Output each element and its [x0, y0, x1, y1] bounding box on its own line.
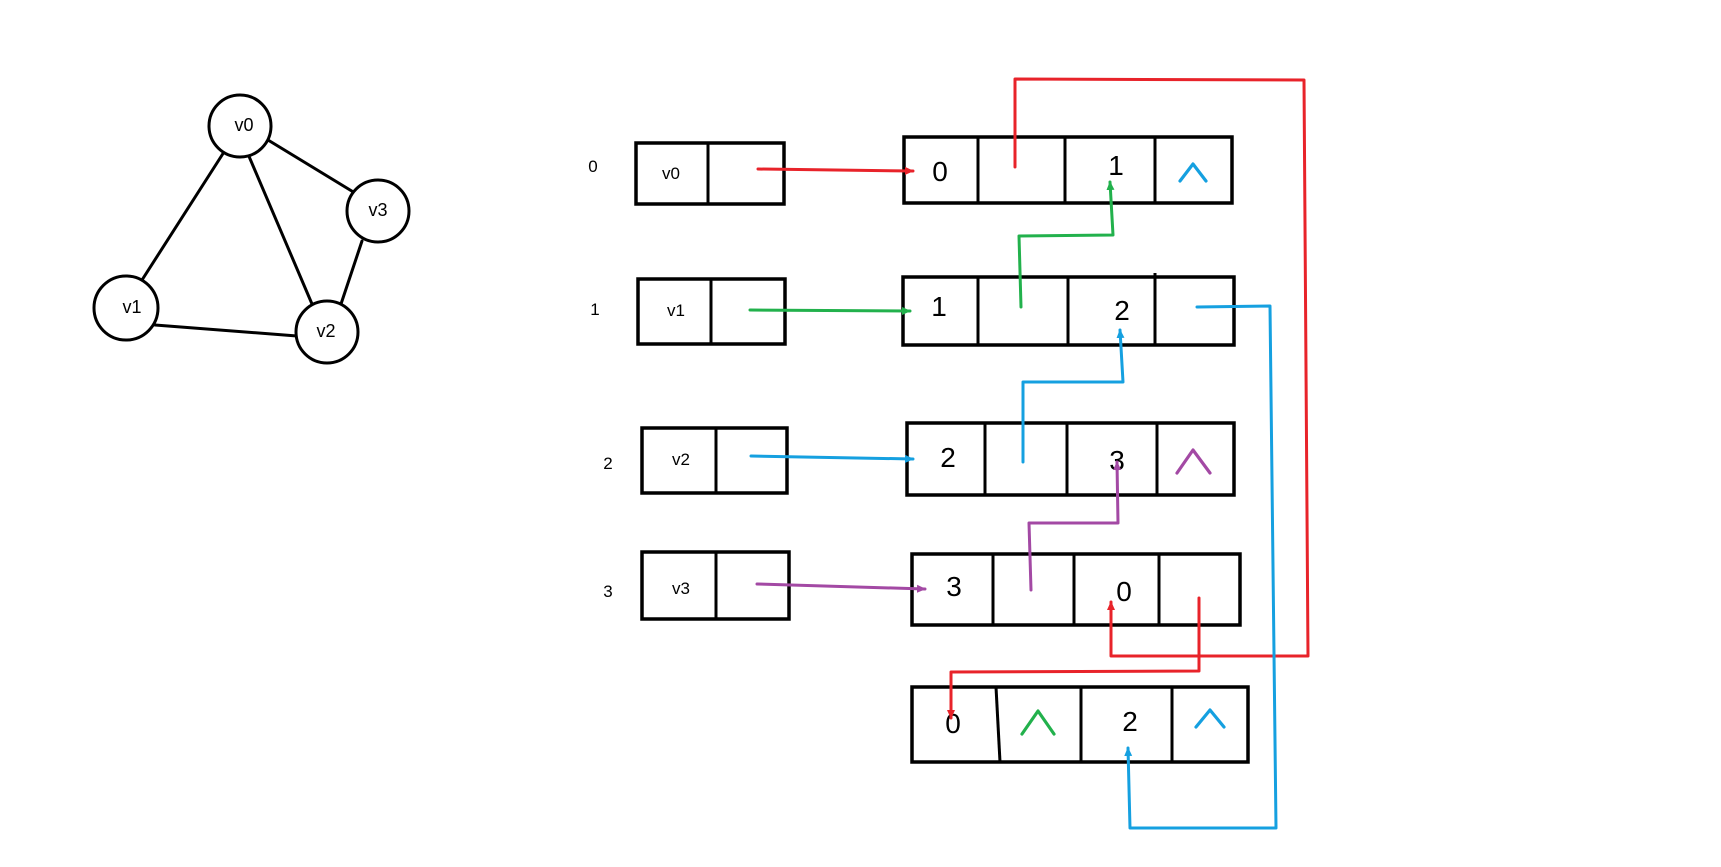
undirected-graph: v0 v1 v2 v3 [92, 93, 411, 365]
edge-node-0: 0 1 [902, 135, 1234, 205]
vertex-name: v2 [672, 450, 690, 469]
red-pointer-v0-firstedge [756, 166, 915, 175]
red-pointer-edge0-ilink [1013, 77, 1310, 658]
graph-edge-v0-v3 [266, 138, 357, 195]
graph-edge-v1-v2 [153, 323, 299, 338]
vertex-row-0: 0 v0 [588, 141, 786, 206]
graph-node-v3: v3 [345, 178, 411, 244]
vertex-index: 1 [590, 300, 599, 319]
edge-node-1: 1 2 [901, 273, 1236, 347]
blue-pointer-edge1-jlink [1124, 304, 1278, 830]
green-pointer-v1-firstedge [748, 306, 912, 315]
null-marker-icon [1020, 709, 1056, 736]
null-marker-icon [1178, 162, 1208, 183]
vertex-index: 0 [588, 157, 597, 176]
edge-ivex: 0 [945, 708, 961, 739]
vertex-index: 2 [603, 454, 612, 473]
edge-ivex: 1 [931, 291, 947, 322]
vertex-node-box [634, 141, 786, 206]
graph-node-label: v1 [122, 297, 141, 317]
blue-pointer-edge2-ilink [1021, 328, 1125, 464]
edge-node-3: 3 0 [910, 552, 1242, 627]
edge-nodes: 0 1 1 2 2 3 3 0 [901, 135, 1250, 764]
purple-pointer-v3-firstedge [755, 582, 927, 593]
edge-ivex: 3 [946, 571, 962, 602]
edge-jvex: 2 [1122, 706, 1138, 737]
purple-pointer-edge3-ilink [1027, 460, 1122, 592]
edge-node-4: 0 2 [910, 685, 1250, 764]
graph-node-label: v2 [316, 321, 335, 341]
edge-ivex: 2 [940, 442, 956, 473]
red-pointer-edge3-jlink [947, 596, 1201, 720]
edge-jvex: 2 [1114, 295, 1130, 326]
vertex-row-2: 2 v2 [603, 426, 789, 495]
graph-node-label: v0 [234, 115, 253, 135]
edge-jvex: 1 [1108, 150, 1124, 181]
vertex-table: 0 v0 1 v1 2 v2 3 v3 [588, 141, 791, 621]
null-marker-icon [1175, 448, 1212, 475]
edge-node-2: 2 3 [905, 421, 1236, 497]
graph-node-label: v3 [368, 200, 387, 220]
graph-node-v0: v0 [207, 93, 273, 159]
graph-edge-v0-v2 [246, 152, 314, 306]
vertex-name: v1 [667, 301, 685, 320]
edge-ivex: 0 [932, 156, 948, 187]
graph-edge-v0-v1 [140, 150, 226, 282]
green-pointer-edge1-ilink [1017, 180, 1115, 309]
null-marker-icon [1194, 708, 1226, 729]
vertex-name: v0 [662, 164, 680, 183]
graph-node-v1: v1 [92, 274, 160, 342]
graph-node-v2: v2 [294, 299, 360, 365]
edge-jvex: 0 [1116, 576, 1132, 607]
graph-edge-v2-v3 [338, 239, 364, 309]
blue-pointer-v2-firstedge [749, 454, 915, 463]
vertex-name: v3 [672, 579, 690, 598]
pointer-connections [748, 77, 1310, 830]
vertex-index: 3 [603, 582, 612, 601]
